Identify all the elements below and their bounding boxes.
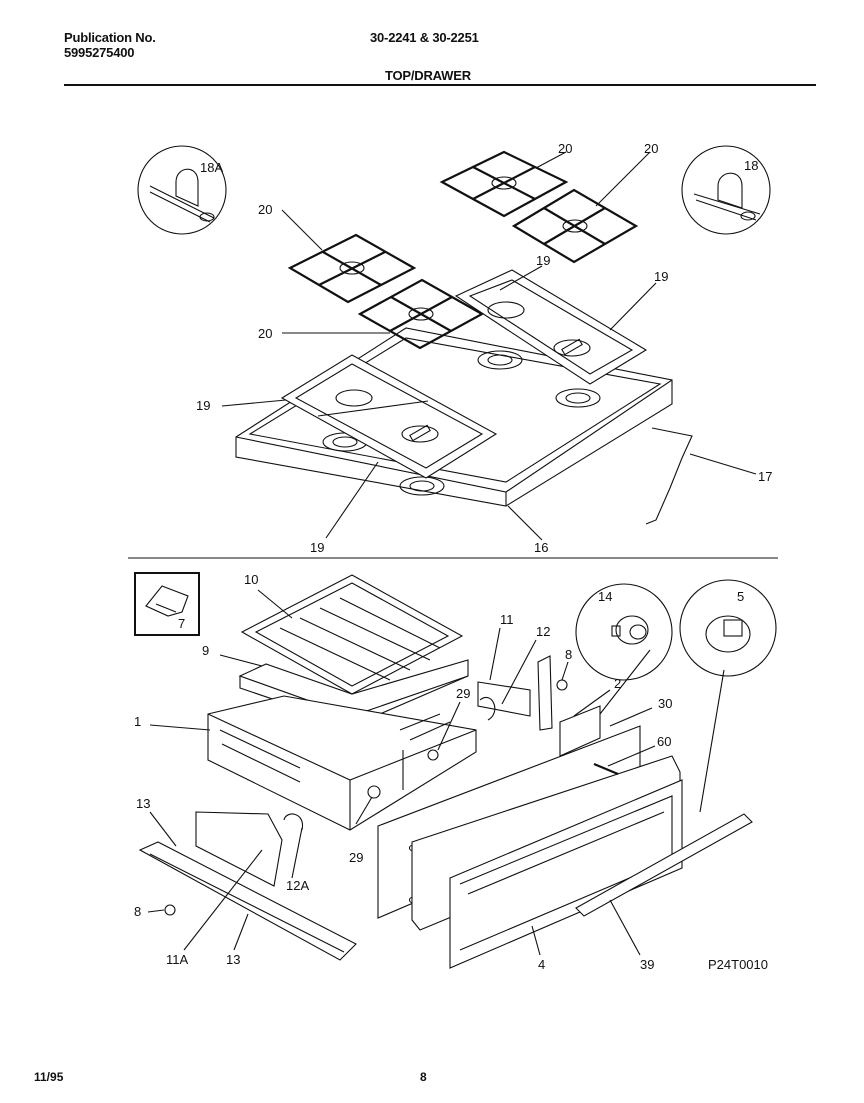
detail-circle-5 bbox=[679, 579, 777, 677]
drawer-front-panel bbox=[449, 779, 683, 969]
callout-9: 9 bbox=[202, 643, 209, 658]
callout-11: 11 bbox=[500, 612, 514, 627]
callout-17: 17 bbox=[758, 469, 772, 484]
burner-pan-left bbox=[280, 354, 498, 479]
grate-upper-right bbox=[439, 150, 569, 218]
callout-8: 8 bbox=[134, 904, 141, 919]
callout-16: 16 bbox=[534, 540, 548, 555]
bracket-11 bbox=[477, 681, 531, 717]
screw-8-top bbox=[556, 679, 568, 691]
detail-circle-14 bbox=[575, 583, 673, 681]
burner-pan-right bbox=[454, 269, 648, 385]
detail-circle-18 bbox=[681, 145, 771, 235]
callout-12: 12 bbox=[536, 624, 550, 639]
bracket-12 bbox=[537, 655, 553, 731]
callout-20: 20 bbox=[258, 326, 272, 341]
callout-2: 2 bbox=[614, 676, 621, 691]
callout-20: 20 bbox=[258, 202, 272, 217]
callout-20: 20 bbox=[558, 141, 572, 156]
page-number: 8 bbox=[420, 1070, 427, 1084]
callout-13: 13 bbox=[226, 952, 240, 967]
roller-29-top bbox=[427, 749, 439, 761]
callout-18: 18 bbox=[744, 158, 758, 173]
screw-60 bbox=[593, 762, 619, 776]
callout-1: 1 bbox=[134, 714, 141, 729]
callout-4: 4 bbox=[538, 957, 545, 972]
callout-19: 19 bbox=[654, 269, 668, 284]
drawer-back-panel bbox=[559, 705, 601, 757]
spring-12A bbox=[283, 813, 304, 831]
callout-30: 30 bbox=[658, 696, 672, 711]
callout-29: 29 bbox=[349, 850, 363, 865]
drawer-side-slide bbox=[138, 811, 357, 961]
callout-14: 14 bbox=[598, 589, 612, 604]
callout-5: 5 bbox=[737, 589, 744, 604]
drawer-leader-lines bbox=[147, 589, 725, 956]
callout-7: 7 bbox=[178, 616, 185, 631]
publication-number: 5995275400 bbox=[64, 45, 135, 60]
callout-29: 29 bbox=[456, 686, 470, 701]
grate-lower-right bbox=[511, 188, 639, 264]
callout-19: 19 bbox=[536, 253, 550, 268]
callout-12A: 12A bbox=[286, 878, 309, 893]
callout-8: 8 bbox=[565, 647, 572, 662]
header-rule bbox=[64, 84, 816, 86]
detail-circle-18A bbox=[137, 145, 227, 235]
inset-box-part-7 bbox=[134, 572, 200, 636]
callout-11A: 11A bbox=[166, 952, 188, 967]
callout-20: 20 bbox=[644, 141, 658, 156]
publication-label: Publication No. bbox=[64, 30, 156, 45]
callout-19: 19 bbox=[196, 398, 210, 413]
trim-strip bbox=[575, 813, 753, 917]
callout-19: 19 bbox=[310, 540, 324, 555]
callout-13: 13 bbox=[136, 796, 150, 811]
grate-lower-left bbox=[357, 278, 485, 350]
grate-upper-left bbox=[287, 233, 417, 304]
footer-date: 11/95 bbox=[34, 1070, 64, 1084]
roller-29-bottom bbox=[367, 785, 381, 799]
model-numbers: 30-2241 & 30-2251 bbox=[370, 30, 479, 45]
section-title: TOP/DRAWER bbox=[385, 68, 471, 83]
top-leader-lines bbox=[221, 151, 757, 541]
drawer-body bbox=[207, 695, 477, 831]
callout-18A: 18A bbox=[200, 160, 223, 175]
callout-60: 60 bbox=[657, 734, 671, 749]
wire-part bbox=[645, 427, 693, 525]
callout-39: 39 bbox=[640, 957, 654, 972]
spring-29-top bbox=[479, 697, 496, 721]
diagram-code: P24T0010 bbox=[708, 957, 768, 972]
broiler-pan-insert bbox=[240, 574, 464, 695]
callout-10: 10 bbox=[244, 572, 258, 587]
